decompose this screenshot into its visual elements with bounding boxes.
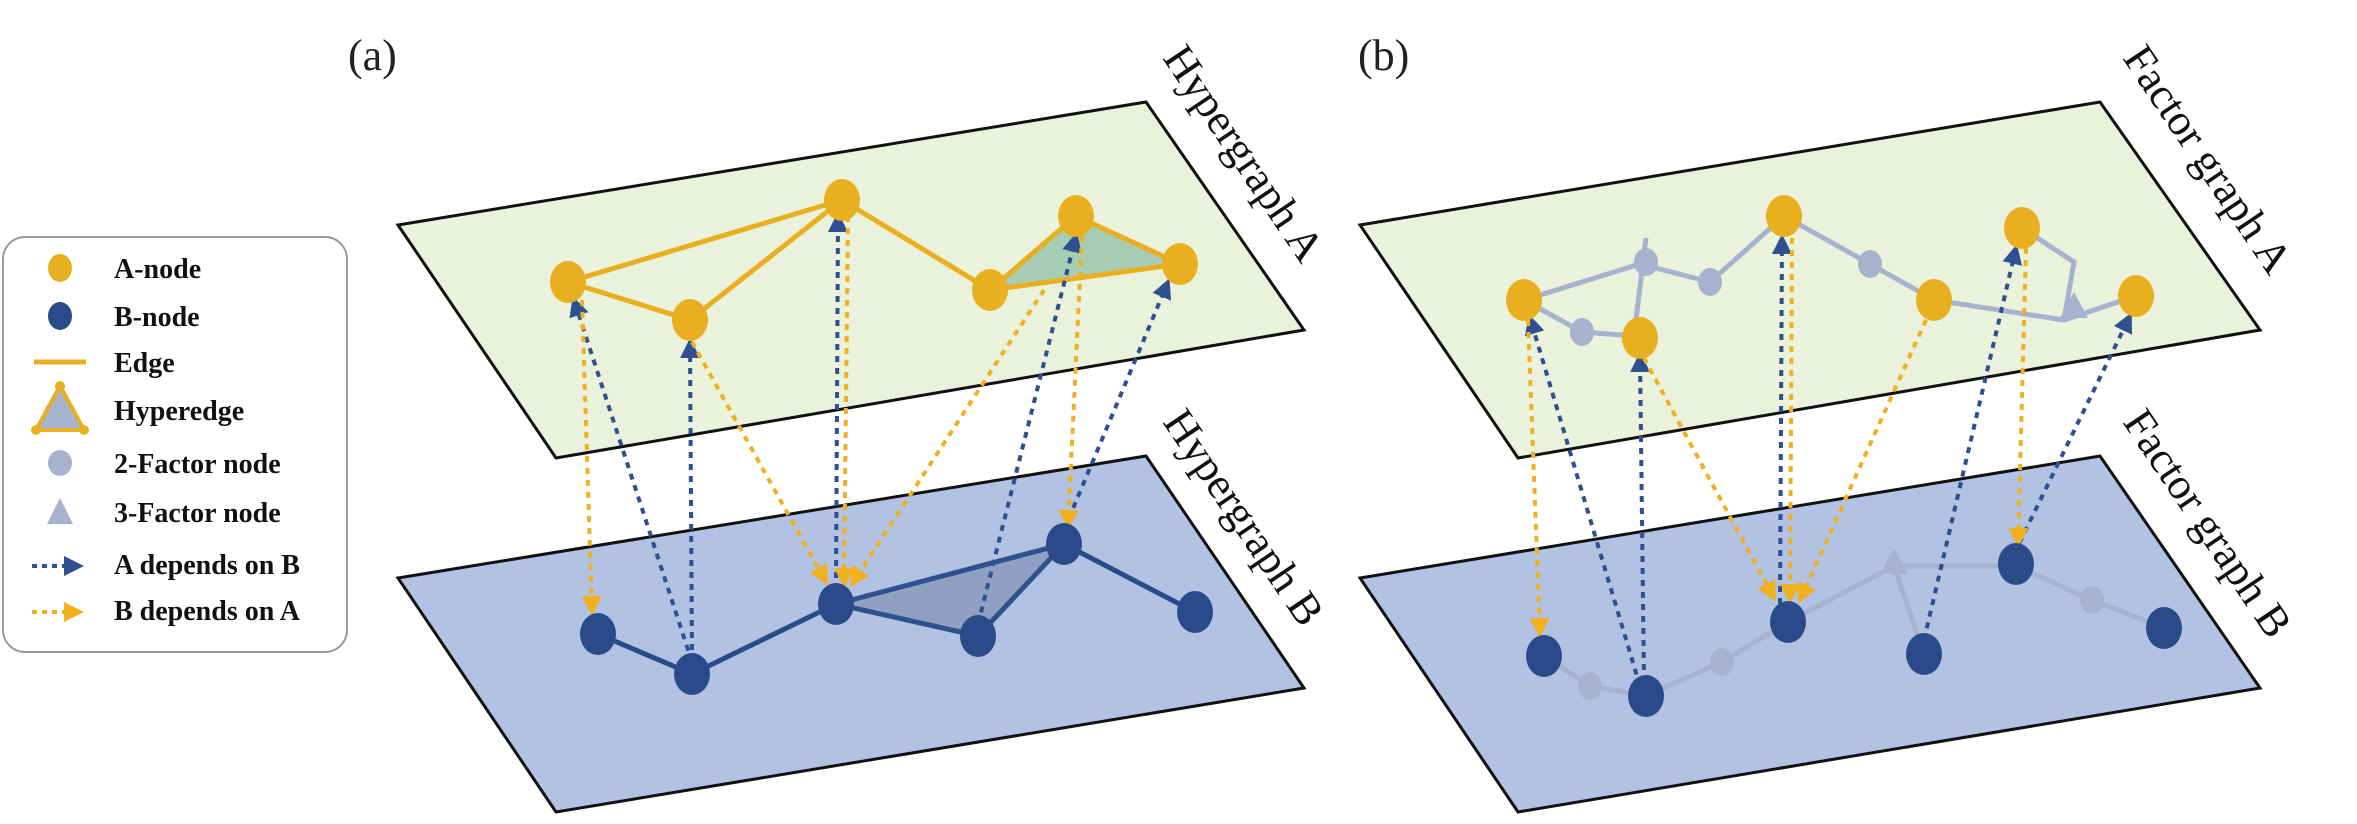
arrow-gold [1642,357,1776,602]
legend: A-node B-node Edge Hyperedge 2-Factor no… [2,236,348,653]
legend-item-a-node: A-node [48,254,201,285]
legend-item-edge: Edge [34,348,175,379]
b-node [2146,607,2182,649]
a-node [1916,279,1952,321]
legend-item-b-depends-on-a: B depends on A [32,596,301,627]
panel-label-a: (a) [348,31,397,80]
two-factor-node [1634,248,1658,276]
a-nodes-b [1506,195,2154,359]
legend-item-3-factor: 3-Factor node [47,498,281,529]
a-node-icon [48,254,72,282]
b-node [1046,523,1082,565]
b-node [818,583,854,625]
b-node [1526,635,1562,677]
plane-factor-graph-b [1357,454,2263,814]
arrows-b-depends-on-a [580,215,1084,616]
arrows-b-depends-on-a-b [1526,237,2029,638]
panel-b: (b) Factor graph A Factor graph B [1357,31,2302,814]
panel-label-b: (b) [1358,31,1409,80]
b-node [1906,633,1942,675]
b-node [960,615,996,657]
arrow-blue [827,212,848,591]
plane-factor-graph-a [1357,100,2263,460]
arrow-blue [1771,234,1792,605]
legend-label: Hyperedge [114,396,244,427]
b-node [674,653,710,695]
two-factor-node [1570,318,1594,346]
b-node [1177,591,1213,633]
legend-item-2-factor: 2-Factor node [48,449,281,480]
arrow-gold [1780,237,1801,604]
arrow-blue [1062,278,1172,531]
arrow-gold [690,341,828,586]
arrow-blue [680,338,701,663]
b-node-icon [48,302,72,330]
b-node [1998,543,2034,585]
graph-a-edges [567,197,992,323]
hyperedge-icon [31,381,89,435]
a-node [550,261,586,303]
two-factor-node-icon [48,450,72,476]
a-node [824,179,860,221]
b-node [1770,601,1806,643]
three-factor-node-icon [47,498,73,524]
legend-label: A-node [114,254,201,285]
a-node [1766,195,1802,237]
arrow-gold [1058,235,1084,530]
legend-item-hyperedge: Hyperedge [31,381,244,435]
legend-item-a-depends-on-b: A depends on B [32,550,300,581]
two-factor-node [1578,672,1602,700]
hyperedge-a [987,213,1183,293]
legend-item-b-node: B-node [48,302,200,333]
a-nodes [550,179,1198,341]
legend-label: B depends on A [114,596,301,627]
b-nodes-b [1526,543,2182,717]
three-factor-node [2060,292,2088,318]
legend-label: Edge [114,348,175,379]
hyperedge-b [833,541,1067,639]
a-node [1162,243,1198,285]
arrows-a-depends-on-b-b [1525,234,2132,687]
b-nodes [580,523,1213,695]
arrow-gold [1526,319,1550,638]
plane-hypergraph-a [395,100,1307,460]
two-factor-node [1710,648,1734,676]
two-factor-node [1698,268,1722,296]
arrow-blue [569,296,694,663]
arrow-gold [2008,247,2029,548]
arrow-blue [1525,314,1642,687]
legend-label: A depends on B [114,550,300,581]
a-node [972,269,1008,311]
a-node [2004,207,2040,249]
b-node [580,613,616,655]
plane-hypergraph-b [395,454,1307,814]
two-factor-node [1858,250,1882,278]
factor-a-nodes [1570,248,2088,346]
arrow-gold [849,288,1046,588]
arrow-gold [1797,319,1928,604]
legend-label: 3-Factor node [114,498,281,529]
legend-label: B-node [114,302,200,333]
b-node [1628,675,1664,717]
panel-a: (a) Hypergraph A Hypergraph B [348,31,1334,814]
three-factor-node [1880,548,1908,574]
factor-b-nodes [1578,548,2104,700]
two-factor-node [2080,586,2104,614]
legend-label: 2-Factor node [114,449,281,480]
arrow-gold [834,215,855,588]
a-node [2118,275,2154,317]
arrow-blue [2012,312,2132,555]
a-node [1058,195,1094,237]
legend-box [2,236,348,653]
a-node [672,299,708,341]
a-node [1622,317,1658,359]
arrows-a-depends-on-b [569,212,1172,663]
a-node [1506,279,1542,321]
arrow-gold [580,299,602,616]
